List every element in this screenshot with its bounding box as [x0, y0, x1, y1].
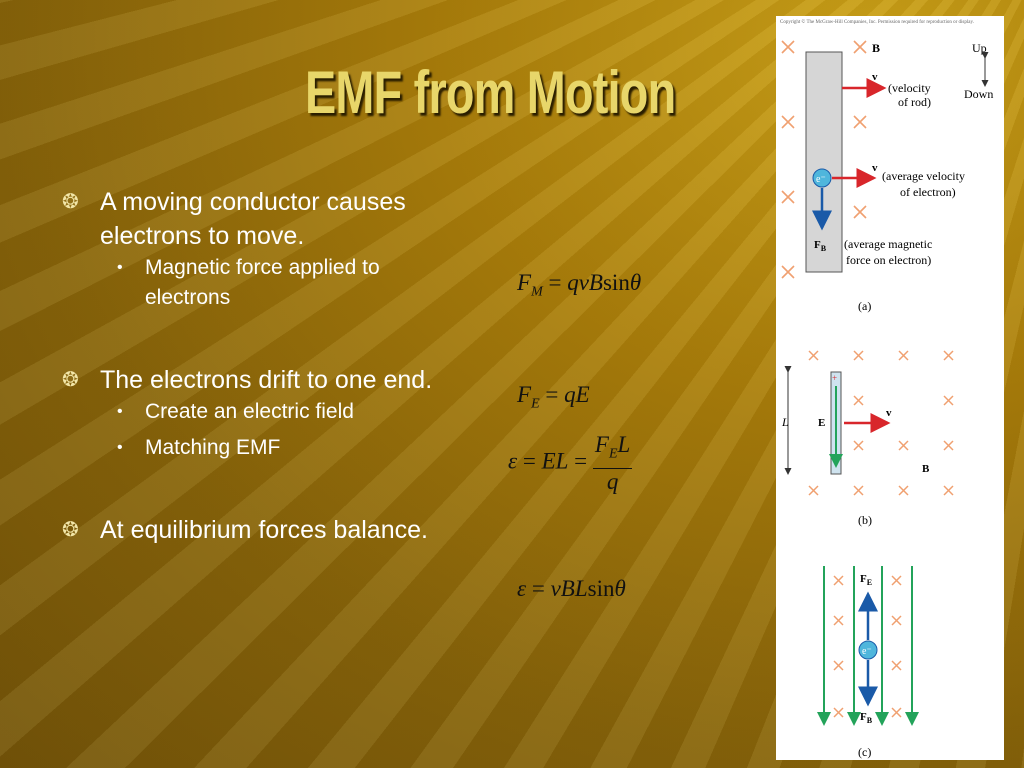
sub-bullet-dot: • — [117, 439, 123, 456]
svg-text:E: E — [818, 417, 825, 429]
fraction: FEL q — [592, 432, 633, 494]
bullet-text: At equilibrium forces balance. — [100, 516, 428, 544]
svg-text:+: + — [832, 373, 837, 383]
electron-icon — [812, 168, 832, 188]
sub-bullet-dot: • — [117, 403, 123, 420]
panel-b — [808, 350, 954, 496]
equation-electric-force: FE = qE — [517, 382, 590, 412]
conducting-rod — [805, 51, 843, 273]
svg-text:(velocity: (velocity — [888, 81, 931, 95]
slide-title: EMF from Motion — [305, 59, 676, 126]
svg-text:FE: FE — [860, 573, 872, 587]
bullet-text: A moving conductor causes electrons to m… — [100, 188, 406, 250]
equation-magnetic-force: FM = qvBsinθ — [517, 270, 642, 300]
ornament-bullet-icon: ❂ — [62, 519, 79, 541]
caption-c: (c) — [858, 745, 871, 759]
sub-bullet-text: Create an electric field — [145, 400, 354, 423]
svg-text:force on electron): force on electron) — [846, 253, 931, 267]
bullet-item: ❂ At equilibrium forces balance. — [62, 513, 462, 547]
caption-a: (a) — [858, 299, 871, 313]
svg-text:(average magnetic: (average magnetic — [844, 237, 932, 251]
equation-emf-field: ε = EL = FEL q — [508, 432, 633, 494]
up-label: Up — [972, 41, 987, 55]
sub-bullet-text: Magnetic force applied to electrons — [145, 256, 380, 309]
svg-text:v: v — [872, 162, 878, 174]
svg-text:FB: FB — [860, 711, 873, 725]
physics-figure: Copyright © The McGraw-Hill Companies, I… — [776, 16, 1004, 760]
svg-text:of rod): of rod) — [898, 95, 931, 109]
b-field-label: B — [872, 41, 880, 55]
sub-bullet-dot: • — [117, 259, 123, 276]
sub-bullet-item: • Magnetic force applied to electrons — [62, 253, 462, 313]
caption-b: (b) — [858, 513, 872, 527]
panel-c — [817, 566, 919, 726]
down-label: Down — [964, 87, 993, 101]
copyright-text: Copyright © The McGraw-Hill Companies, I… — [780, 19, 974, 25]
panel-a — [781, 40, 867, 279]
svg-text:e⁻: e⁻ — [862, 646, 872, 657]
svg-text:of electron): of electron) — [900, 185, 956, 199]
svg-text:(average velocity: (average velocity — [882, 169, 965, 183]
ornament-bullet-icon: ❂ — [62, 191, 79, 213]
length-label: L — [781, 415, 789, 429]
sub-bullet-item: • Matching EMF — [62, 433, 462, 463]
svg-text:v: v — [872, 71, 878, 83]
ornament-bullet-icon: ❂ — [62, 369, 79, 391]
svg-text:e⁻: e⁻ — [816, 174, 826, 185]
svg-text:v: v — [886, 407, 892, 419]
equation-motional-emf: ε = vBLsinθ — [517, 576, 626, 601]
sub-bullet-item: • Create an electric field — [62, 397, 462, 427]
sub-bullet-text: Matching EMF — [145, 436, 281, 459]
svg-text:B: B — [922, 463, 930, 475]
bullet-text: The electrons drift to one end. — [100, 366, 433, 394]
bullet-item: ❂ A moving conductor causes electrons to… — [62, 185, 462, 253]
bullet-item: ❂ The electrons drift to one end. — [62, 363, 462, 397]
bullet-list: ❂ A moving conductor causes electrons to… — [62, 185, 462, 547]
